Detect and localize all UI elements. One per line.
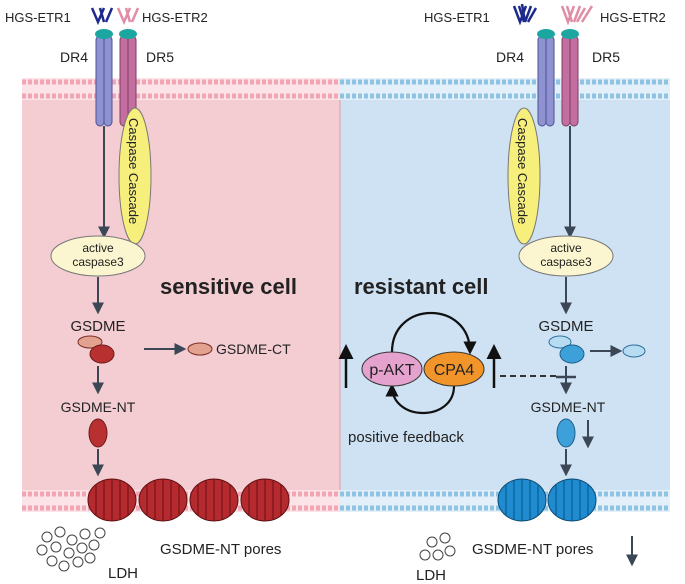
gsdme-nt-pore-3-left xyxy=(189,478,239,522)
gsdme-nt-pore-1-right xyxy=(497,478,547,522)
sensitive-cell-title: sensitive cell xyxy=(160,274,297,299)
gsdme-label-left: GSDME xyxy=(70,318,125,335)
ligand-label-etr2-left: HGS-ETR2 xyxy=(142,10,208,25)
resistant-cell-title: resistant cell xyxy=(354,274,489,299)
svg-text:active: active xyxy=(550,241,582,255)
p-akt-node: p-AKT xyxy=(361,351,423,387)
gsdme-nt-pore-2-left xyxy=(138,478,188,522)
gsdme-nt-pore-2-right xyxy=(547,478,597,522)
resistant-cell-background xyxy=(340,80,670,508)
svg-text:active: active xyxy=(82,241,114,255)
gsdme-nt-label-left: GSDME-NT xyxy=(61,399,136,415)
feedback-loop xyxy=(385,311,477,415)
caspase-cascade-left: Caspase Cascade xyxy=(118,107,152,245)
dr4-receptor-right xyxy=(512,3,555,127)
gsdme-nt-pore-1-left xyxy=(87,478,137,522)
gsdme-ct-label: GSDME-CT xyxy=(216,341,291,357)
sensitive-cell-background xyxy=(22,80,340,508)
dr5-receptor-left xyxy=(116,7,140,127)
top-membrane-left xyxy=(22,78,340,100)
active-caspase3-right: active caspase3 xyxy=(518,235,614,277)
caspase-cascade-right: Caspase Cascade xyxy=(507,107,541,245)
receptor-label-dr5-left: DR5 xyxy=(146,49,174,65)
top-membrane-right xyxy=(340,78,670,100)
gsdme-protein-left xyxy=(77,335,115,364)
gsdme-nt-label-right: GSDME-NT xyxy=(531,399,606,415)
gsdme-protein-right xyxy=(548,335,585,364)
svg-text:caspase3: caspase3 xyxy=(540,255,592,269)
svg-text:CPA4: CPA4 xyxy=(434,362,475,379)
pores-label-left: GSDME-NT pores xyxy=(160,541,281,558)
receptor-label-dr4-left: DR4 xyxy=(60,49,88,65)
ligand-label-etr1-left: HGS-ETR1 xyxy=(5,10,71,25)
dr4-receptor-left xyxy=(90,7,114,127)
receptor-label-dr5-right: DR5 xyxy=(592,49,620,65)
ldh-particles-right xyxy=(419,532,456,561)
svg-text:Caspase Cascade: Caspase Cascade xyxy=(515,118,530,224)
gsdme-label-right: GSDME xyxy=(538,318,593,335)
gsdme-nt-pore-4-left xyxy=(240,478,290,522)
active-caspase3-left: active caspase3 xyxy=(50,235,146,277)
svg-text:caspase3: caspase3 xyxy=(72,255,124,269)
gsdme-ct-protein xyxy=(187,342,213,356)
ligand-label-etr2-right: HGS-ETR2 xyxy=(600,10,666,25)
ldh-label-right: LDH xyxy=(416,567,446,584)
svg-text:Caspase Cascade: Caspase Cascade xyxy=(126,118,141,224)
ligand-label-etr1-right: HGS-ETR1 xyxy=(424,10,490,25)
gsdme-nt-protein-right xyxy=(556,418,576,448)
ldh-label-left: LDH xyxy=(108,565,138,582)
svg-text:p-AKT: p-AKT xyxy=(369,362,415,379)
gsdme-nt-protein-left xyxy=(88,418,108,448)
ldh-particles-left xyxy=(36,526,106,572)
pores-label-right: GSDME-NT pores xyxy=(472,541,593,558)
gsdme-ct-protein-right xyxy=(622,344,646,358)
cpa4-node: CPA4 xyxy=(423,351,485,387)
positive-feedback-label: positive feedback xyxy=(348,429,464,446)
receptor-label-dr4-right: DR4 xyxy=(496,49,524,65)
dr5-receptor-right xyxy=(560,5,594,127)
